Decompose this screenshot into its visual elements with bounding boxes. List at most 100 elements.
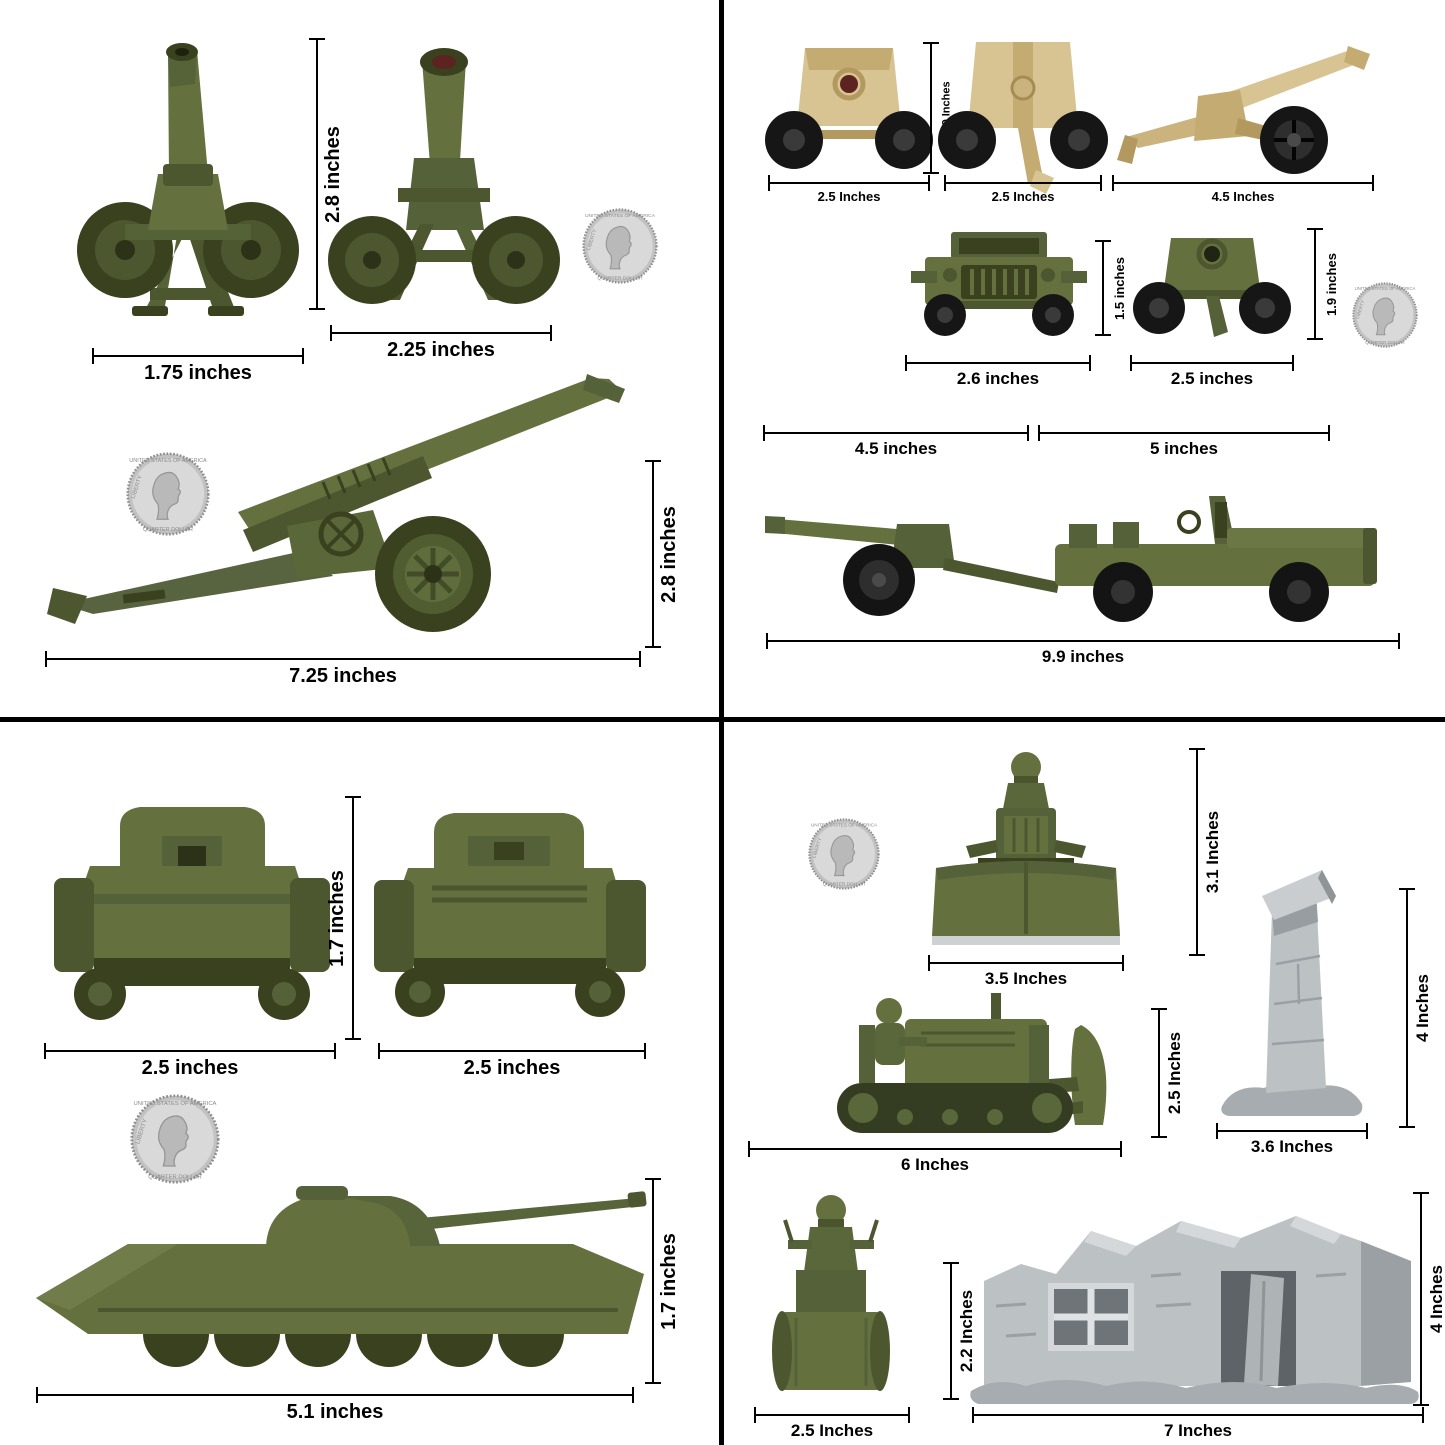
tow-bar (943, 558, 1059, 593)
driver-figure (1002, 752, 1050, 814)
wheel (375, 516, 491, 632)
jeep-towing-cannon-side-view-image (765, 496, 1377, 622)
facade (984, 1216, 1361, 1386)
side-wall (1361, 1241, 1411, 1386)
dim-bulldozer-front-height: 3.1 Inches (1189, 748, 1222, 956)
dim-tank-side-height: 1.7 inches (645, 1178, 680, 1384)
tan-cannon-side-view-image (1117, 46, 1370, 174)
quadrant-tank: 1.7 inches 2.5 i (0, 723, 722, 1445)
hull (394, 868, 624, 958)
blade (1071, 1025, 1107, 1125)
dim-building-height: 4 Inches (1413, 1192, 1445, 1406)
engine-body (905, 1019, 1047, 1093)
right-track-pod (290, 878, 330, 972)
drum (772, 1311, 890, 1391)
wheels (924, 294, 1074, 336)
window (1048, 1283, 1134, 1351)
body (1194, 90, 1249, 141)
dim-label: 2.5 Inches (817, 189, 881, 204)
tank-front-view-image (54, 807, 330, 1020)
dim-tank-rear-width: 2.5 inches (378, 1043, 646, 1079)
dim-label: 9.9 inches (1041, 647, 1125, 666)
quadrant-bulldozer-terrain: 3.5 Inches 3.1 Inches 3.6 Inches (723, 723, 1445, 1445)
dim-label: 6 Inches (900, 1155, 970, 1174)
seat-back (1113, 522, 1139, 548)
howitzer-side-view-image (47, 374, 625, 632)
axle (795, 130, 903, 139)
dim-green-cannon-height: 1.9 inches (1307, 228, 1339, 340)
divider-horizontal (0, 717, 1445, 722)
jeep (1055, 496, 1377, 622)
dim-label: 5 inches (1149, 439, 1219, 458)
dim-label: 2.5 Inches (1165, 1031, 1184, 1115)
dim-label: 2.25 inches (387, 339, 495, 361)
dim-tan-cannon-rear-width: 2.5 Inches (944, 175, 1102, 204)
left-fender (911, 271, 937, 283)
rubble-column-image (1221, 870, 1363, 1116)
quarter-coin (582, 208, 658, 284)
broken-column (1262, 870, 1336, 1093)
lift-arm (1054, 840, 1086, 858)
wheels (765, 111, 933, 169)
dim-label: 1.5 inches (1111, 256, 1127, 320)
grille (1363, 528, 1377, 584)
seat-back (1069, 524, 1097, 548)
rubble-base (1221, 1081, 1363, 1116)
frame (796, 1270, 866, 1316)
ruined-building-image (970, 1216, 1419, 1404)
steering-wheel (1177, 510, 1201, 534)
quarter-coin (1352, 282, 1418, 348)
dim-green-cannon-width: 2.5 inches (1130, 355, 1294, 388)
dim-tank-height: 1.7 inches (326, 796, 361, 1040)
dim-label: 1.75 inches (144, 362, 252, 384)
dim-span-jeep: 5 inches (1038, 425, 1330, 458)
dim-label: 1.9 inches (1323, 252, 1339, 316)
windshield (951, 232, 1047, 259)
dim-label: 4 Inches (1413, 973, 1433, 1043)
gun-opening (178, 846, 206, 866)
barrel (1206, 46, 1370, 117)
hull (76, 866, 308, 958)
quadrant-howitzer: 1.75 inches 2.8 inches (0, 0, 722, 722)
gun-barrel (420, 1191, 647, 1230)
quadrant-artillery-jeep: 1.9 Inches 2.5 Inches 2.5 Inches (723, 0, 1445, 722)
engine (996, 808, 1056, 862)
trail-leg (1206, 296, 1228, 337)
wheels (938, 111, 1108, 169)
dim-bulldozer-side-length: 6 Inches (748, 1141, 1122, 1174)
muzzle-hole (1204, 246, 1220, 262)
dim-howitzer-side-height: 2.8 inches (645, 460, 680, 648)
dim-span-cannon: 4.5 inches (763, 425, 1029, 458)
headlight (1041, 268, 1055, 282)
quarter-coin (808, 818, 880, 890)
wheels (328, 216, 560, 304)
hood (1227, 528, 1369, 548)
dim-howitzer-front-width: 2.25 inches (330, 325, 552, 361)
dim-label: 1.7 inches (657, 1232, 680, 1330)
dim-label: 4.5 Inches (1211, 189, 1275, 204)
control-lever (868, 1219, 879, 1243)
blade (932, 861, 1120, 945)
hatch (494, 842, 524, 860)
dim-label: 2.5 inches (463, 1057, 561, 1079)
tank-side-view-image (36, 1186, 647, 1367)
dim-bulldozer-front-width: 3.5 Inches (928, 955, 1124, 988)
dim-label: 2.5 Inches (790, 1421, 874, 1440)
dim-tan-cannon-height: 1.9 Inches (923, 42, 953, 174)
dim-label: 3.6 Inches (1250, 1137, 1334, 1156)
breech (163, 164, 213, 186)
barrel (166, 43, 208, 177)
headlight (943, 268, 957, 282)
dim-label: 7.25 inches (289, 665, 397, 687)
blade-edge (932, 936, 1120, 945)
bulldozer-side-view-image (837, 993, 1107, 1133)
wheels (395, 967, 625, 1017)
roller-front-view-image (772, 1195, 890, 1391)
dim-bulldozer-side-height: 2.5 Inches (1151, 1008, 1184, 1138)
brick-marks (995, 1272, 1347, 1338)
driver-figure (859, 998, 927, 1083)
handwheel (318, 511, 364, 557)
trail (47, 550, 333, 624)
seat-back (859, 1025, 875, 1083)
dim-label: 1.7 inches (325, 869, 348, 967)
